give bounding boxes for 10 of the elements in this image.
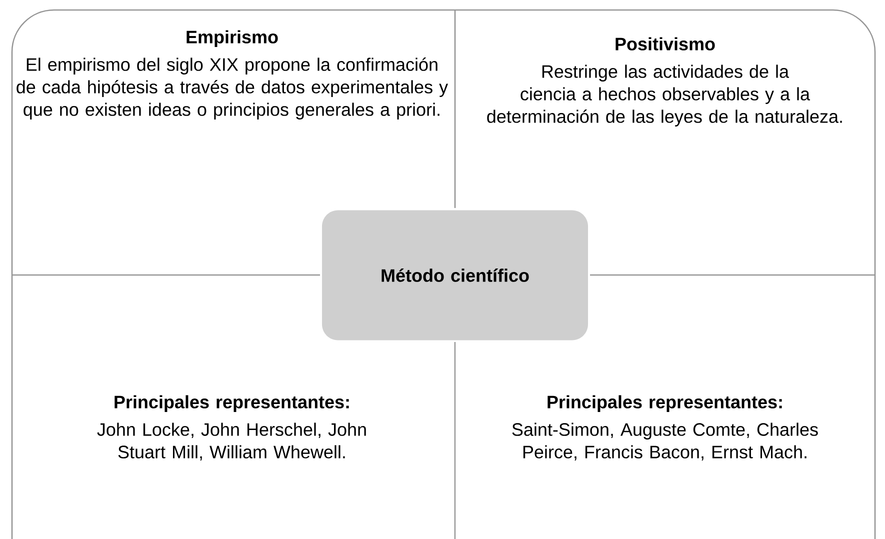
quadrant-heading: Principales representantes: <box>114 395 349 412</box>
quadrant-heading: Empirismo <box>186 30 278 47</box>
center-box <box>322 210 588 340</box>
center-label: Método científico <box>382 268 529 282</box>
quadrant-text: Saint-Simon, Auguste Comte, Charles Peirce, Francis Bacon, Ernst Mach. <box>512 422 818 461</box>
quadrant-heading: Principales representantes: <box>548 395 782 412</box>
quadrant-text: John Locke, John Herschel, John Stuart Mill, William Whewell. <box>97 422 366 461</box>
quadrant-text: Restringe las actividades de la ciencia a hechos observables y a la determinación de las leyes de la naturaleza. <box>487 64 842 126</box>
quadrant-heading: Positivismo <box>616 37 715 50</box>
quadrant-text: El empirismo del siglo XIX propone la confirmación de cada hipótesis a través de datos experimentales y que no existen ideas o principios generales a priori. <box>16 58 448 120</box>
